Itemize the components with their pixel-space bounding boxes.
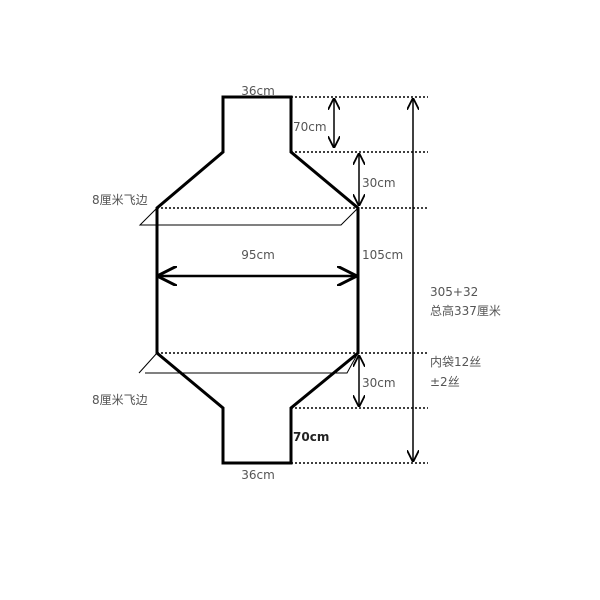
top-cone-height-label: 30cm xyxy=(362,176,396,190)
bottom-width-label: 36cm xyxy=(241,468,275,482)
body-width-label: 95cm xyxy=(241,248,275,262)
total-formula-label: 305+32 xyxy=(430,285,479,299)
inner-bag-label: 内袋12丝 xyxy=(430,355,482,369)
top-neck-height-label: 70cm xyxy=(293,120,327,134)
top-width-label: 36cm xyxy=(241,84,275,98)
bottom-flap-label: 8厘米飞边 xyxy=(92,393,148,407)
dotted-guides xyxy=(157,96,428,464)
top-flap-label: 8厘米飞边 xyxy=(92,193,148,207)
total-height-label: 总高337厘米 xyxy=(430,304,501,318)
top-flap xyxy=(138,207,359,226)
tolerance-label: ±2丝 xyxy=(430,375,460,389)
bottom-cone-height-label: 30cm xyxy=(362,376,396,390)
bottom-neck-height-label: 70cm xyxy=(293,430,330,444)
bottom-flap xyxy=(138,352,359,374)
body-height-label: 105cm xyxy=(362,248,404,262)
